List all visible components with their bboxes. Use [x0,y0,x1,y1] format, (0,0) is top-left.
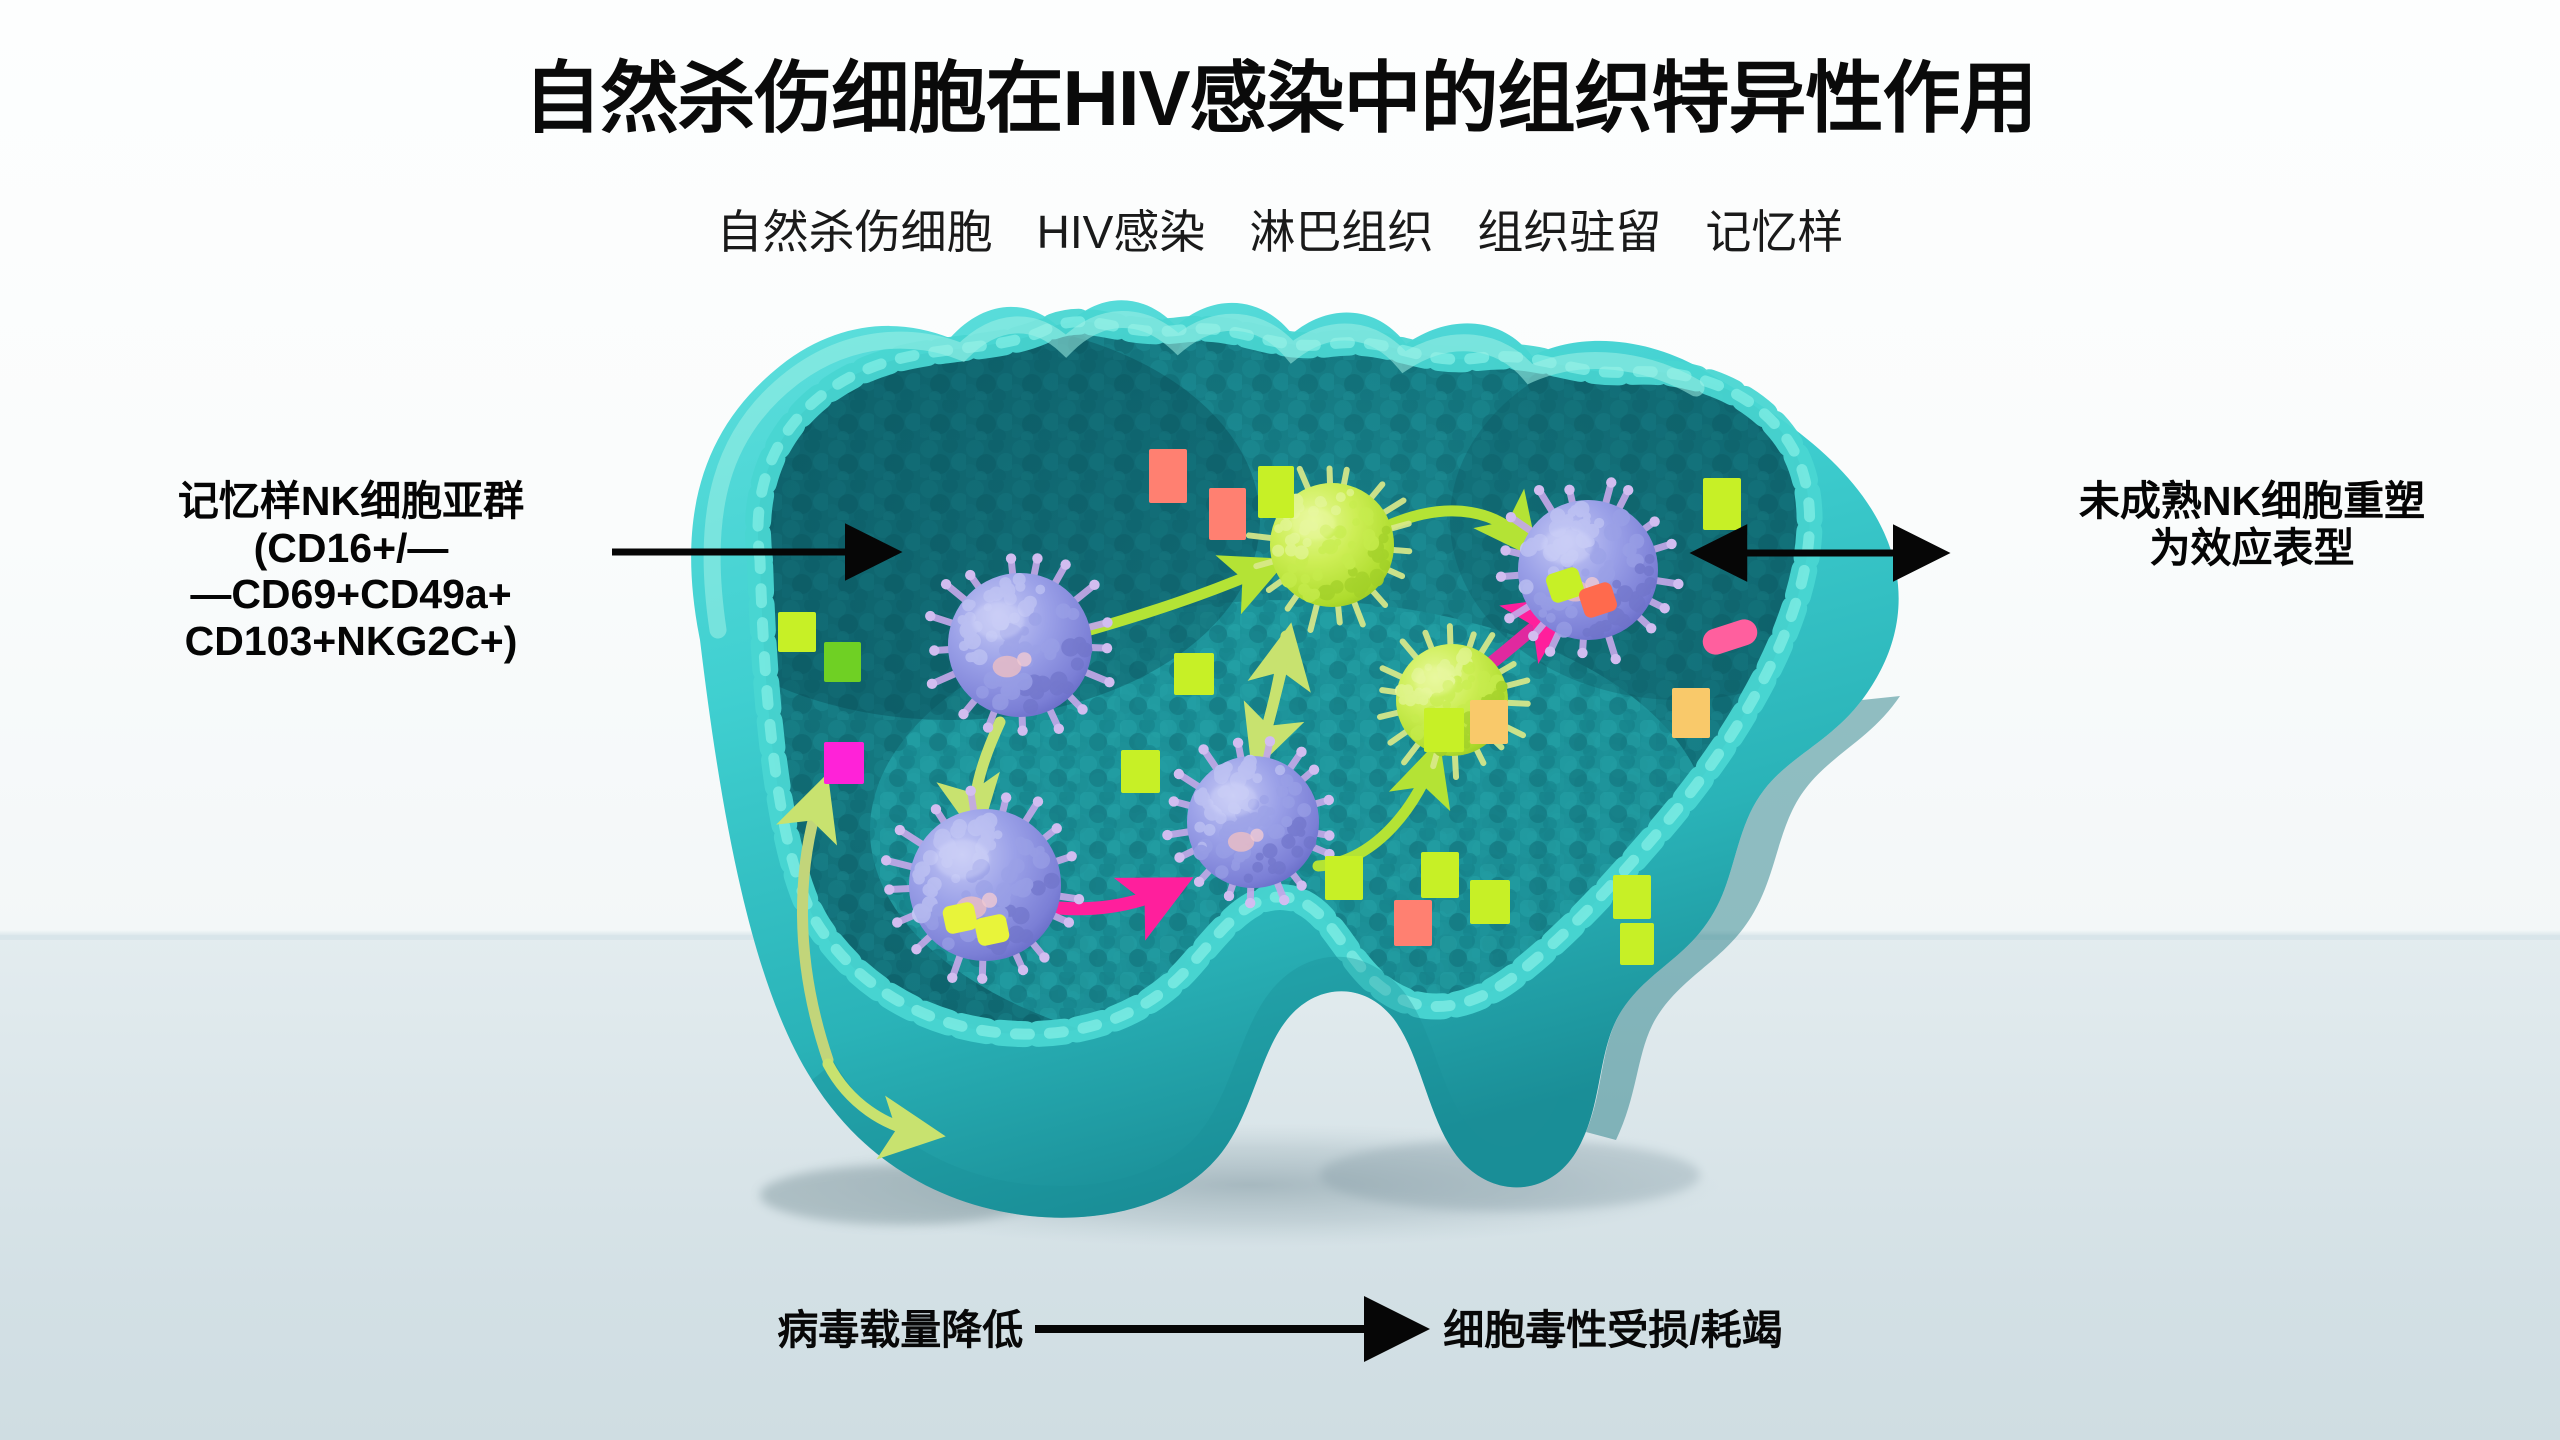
keyword-4: 记忆样 [1705,206,1844,258]
annotation-left-line4: CD103+NKG2C+) [184,618,518,665]
background-floor [0,935,2560,1440]
annotation-left-line1: 记忆样NK细胞亚群 [177,478,525,524]
keyword-2: 淋巴组织 [1249,206,1434,258]
annotation-right-line1: 未成熟NK细胞重塑 [2078,478,2426,524]
keyword-0: 自然杀伤细胞 [716,206,993,258]
keyword-3: 组织驻留 [1477,206,1662,258]
annotation-left: 记忆样NK细胞亚群 (CD16+/— —CD69+CD49a+ CD103+NK… [56,478,646,665]
annotation-left-line3: —CD69+CD49a+ [190,571,512,618]
keyword-1: HIV感染 [1036,206,1206,258]
annotation-left-line2: (CD16+/— [253,524,449,571]
annotation-right: 未成熟NK细胞重塑 为效应表型 [1952,478,2552,571]
annotation-right-line2: 为效应表型 [2149,524,2355,571]
bottom-caption: 病毒载量降低 细胞毒性受损/耗竭 [0,1296,2560,1356]
background-horizon-line [0,930,2560,940]
page-title: 自然杀伤细胞在HIV感染中的组织特异性作用 [523,54,2037,142]
caption-right-text: 细胞毒性受损/耗竭 [1443,1307,1783,1353]
caption-left-text: 病毒载量降低 [777,1307,1024,1353]
keyword-row: 自然杀伤细胞 HIV感染淋巴组织组织驻留记忆样 [0,196,2560,262]
